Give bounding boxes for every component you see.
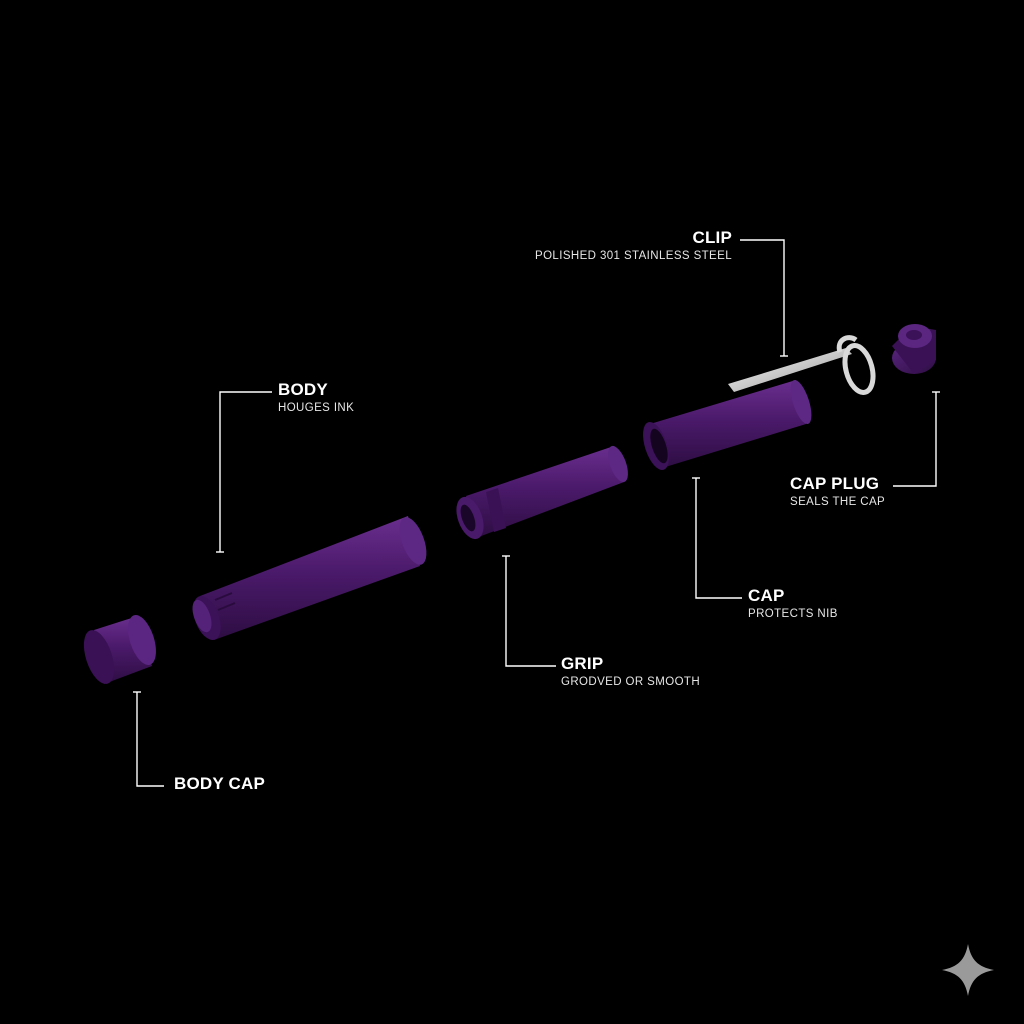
- cap-part: [642, 379, 812, 471]
- clip-callout: CLIP POLISHED 301 STAINLESS STEEL: [500, 228, 732, 264]
- grip-callout: GRIP GRODVED OR SMOOTH: [561, 654, 700, 690]
- cap-callout: CAP PROTECTS NIB: [748, 586, 838, 622]
- grip-desc: GRODVED OR SMOOTH: [561, 676, 701, 688]
- cap-plug-title: CAP PLUG: [790, 474, 880, 493]
- sparkle-icon: [942, 944, 994, 996]
- body-cap-part: [83, 614, 156, 684]
- cap-plug-callout: CAP PLUG SEALS THE CAP: [790, 474, 885, 510]
- body-title: BODY: [278, 380, 328, 399]
- cap-desc: PROTECTS NIB: [748, 608, 838, 620]
- body-cap-title: BODY CAP: [174, 774, 266, 793]
- clip-title: CLIP: [692, 228, 732, 247]
- cap-plug-part: [892, 324, 936, 374]
- body-cap-callout: BODY CAP: [174, 774, 265, 794]
- body-callout: BODY HOUGES INK: [278, 380, 354, 416]
- grip-leader: [505, 556, 556, 667]
- grip-title: GRIP: [561, 654, 604, 673]
- clip-part: [728, 335, 876, 395]
- cap-plug-leader: [893, 392, 937, 487]
- leader-lines: [133, 239, 940, 787]
- cap-title: CAP: [748, 586, 785, 605]
- body-leader: [219, 391, 272, 552]
- cap-leader: [695, 478, 742, 599]
- clip-leader: [740, 239, 785, 356]
- body-cap-leader: [136, 692, 164, 787]
- body-part: [192, 516, 427, 640]
- body-desc: HOUGES INK: [278, 402, 355, 414]
- clip-desc: POLISHED 301 STAINLESS STEEL: [535, 250, 732, 262]
- grip-part: [456, 445, 628, 540]
- cap-plug-desc: SEALS THE CAP: [790, 496, 886, 508]
